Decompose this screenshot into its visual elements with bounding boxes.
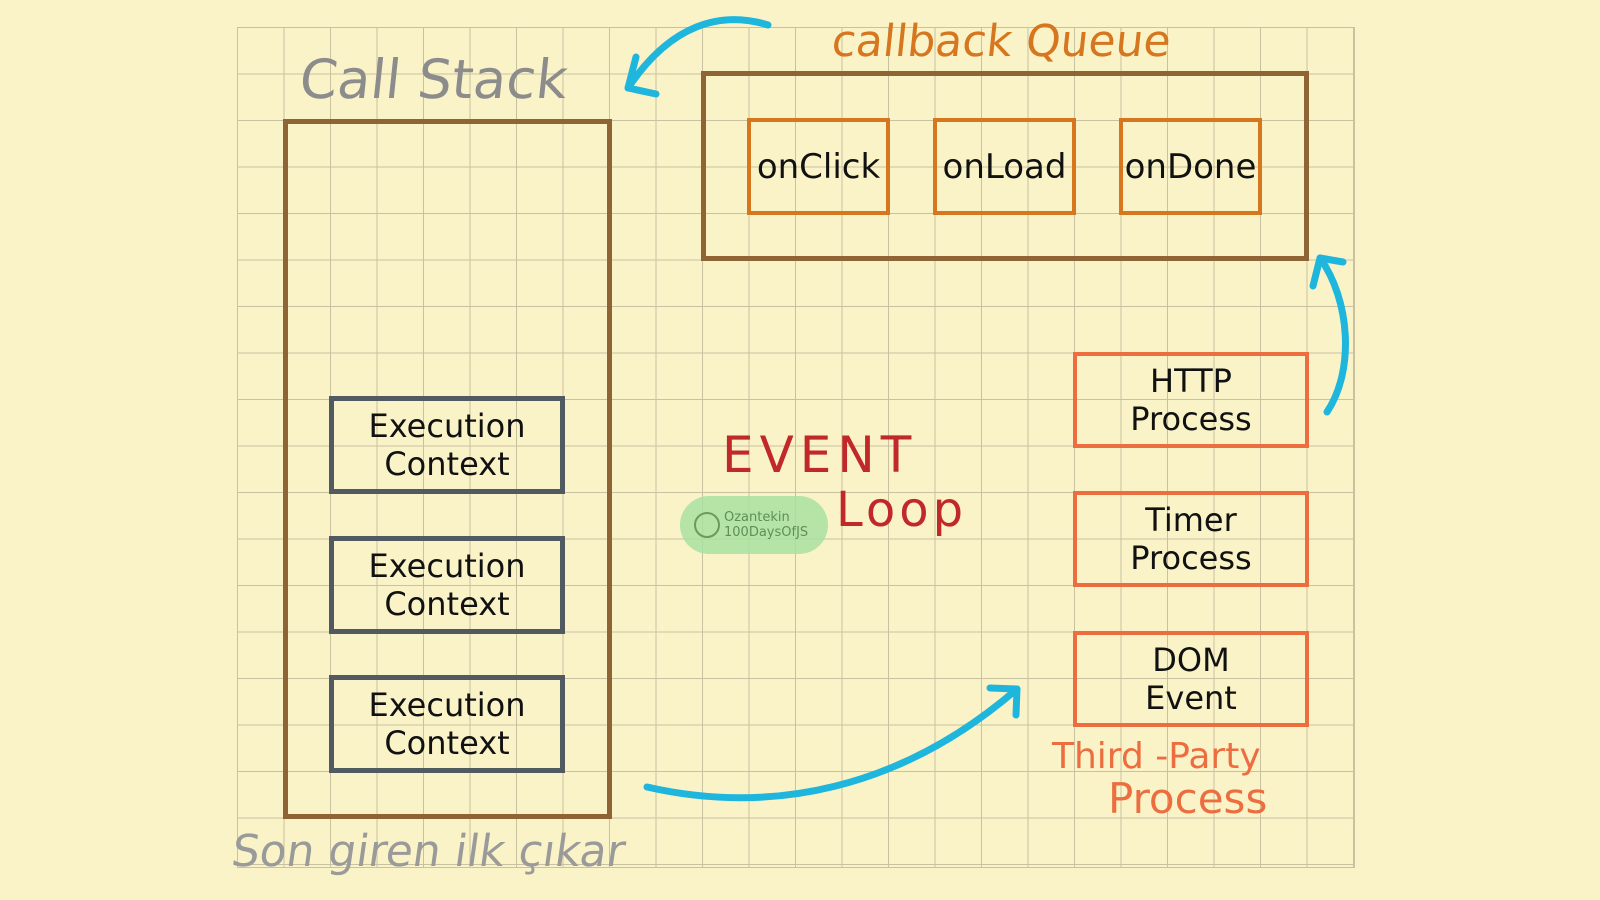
event-loop-label-line2: Loop <box>836 482 968 538</box>
process-label-line1: DOM <box>1152 641 1230 679</box>
watermark-line1: Ozantekin <box>724 510 790 525</box>
arrow-queue-to-stack <box>624 16 772 92</box>
arrow-process-to-queue <box>1316 254 1349 416</box>
frame-label-line2: Context <box>384 445 510 483</box>
frame-label-line2: Context <box>384 585 510 623</box>
watermark-line2: 100DaysOfJS <box>724 525 809 540</box>
arrow-process-to-queue-head <box>1309 254 1347 290</box>
execution-context-frame: Execution Context <box>329 536 565 634</box>
execution-context-frame: Execution Context <box>329 675 565 773</box>
queue-item-ondone: onDone <box>1119 118 1262 215</box>
frame-label-line2: Context <box>384 724 510 762</box>
process-http: HTTP Process <box>1073 352 1309 448</box>
queue-item-onclick: onClick <box>747 118 890 215</box>
watermark-text: Ozantekin 100DaysOfJS <box>724 510 808 540</box>
watermark-avatar-icon <box>694 512 720 538</box>
callback-queue-box <box>701 71 1309 261</box>
third-party-caption-line1: Third -Party <box>1052 736 1261 777</box>
process-timer: Timer Process <box>1073 491 1309 587</box>
frame-label-line1: Execution <box>368 407 526 445</box>
third-party-caption-line2: Process <box>1108 774 1268 823</box>
process-label-line2: Process <box>1130 539 1252 577</box>
arrow-queue-to-stack-head <box>624 53 660 98</box>
queue-item-onload: onLoad <box>933 118 1076 215</box>
process-label-line2: Event <box>1145 679 1237 717</box>
arrow-stack-to-process-head <box>986 684 1021 719</box>
process-dom-event: DOM Event <box>1073 631 1309 727</box>
event-loop-label-line1: EVENT <box>722 426 918 484</box>
process-label-line1: Timer <box>1145 501 1237 539</box>
process-label-line1: HTTP <box>1150 362 1232 400</box>
arrow-stack-to-process <box>643 685 1021 802</box>
process-label-line2: Process <box>1130 400 1252 438</box>
execution-context-frame: Execution Context <box>329 396 565 494</box>
frame-label-line1: Execution <box>368 686 526 724</box>
frame-label-line1: Execution <box>368 547 526 585</box>
call-stack-box <box>283 119 612 819</box>
